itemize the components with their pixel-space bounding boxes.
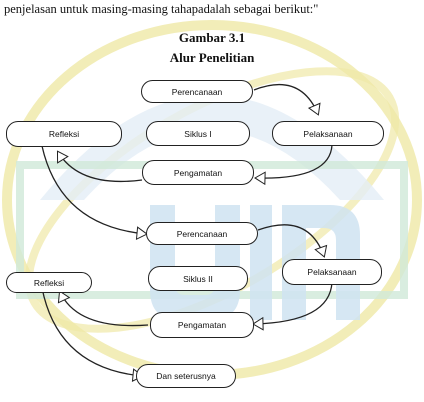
arrow-perencanaan-to-pelaksanaan-2	[257, 224, 328, 258]
arrow-pelaksanaan-to-pengamatan-1	[254, 144, 333, 186]
arrow-perencanaan-to-pelaksanaan-1	[253, 83, 321, 116]
node-dan-seterusnya: Dan seterusnya	[136, 364, 236, 388]
cycle-label-1: Siklus I	[146, 121, 250, 146]
node-pelaksanaan-1: Pelaksanaan	[272, 121, 384, 146]
node-pelaksanaan-2: Pelaksanaan	[282, 259, 382, 285]
node-pengamatan-1: Pengamatan	[142, 160, 254, 185]
node-refleksi-2: Refleksi	[6, 272, 92, 293]
arrow-refleksi-to-next	[41, 287, 144, 382]
arrow-pelaksanaan-to-pengamatan-2	[252, 281, 333, 331]
node-perencanaan-2: Perencanaan	[146, 222, 258, 245]
node-perencanaan-1: Perencanaan	[141, 80, 253, 103]
arrow-refleksi-to-perencanaan-2	[41, 145, 148, 240]
figure-title: Alur Penelitian	[169, 50, 255, 65]
cycle-label-2: Siklus II	[148, 266, 248, 291]
figure-number: Gambar 3.1	[178, 30, 246, 45]
intro-text: penjelasan untuk masing-masing tahapadal…	[4, 2, 319, 16]
arrow-pengamatan-to-refleksi-2	[57, 290, 149, 327]
node-refleksi-1: Refleksi	[6, 121, 122, 147]
node-pengamatan-2: Pengamatan	[150, 312, 254, 338]
watermark-letter-n	[282, 205, 360, 320]
arrow-pengamatan-to-refleksi-1	[56, 150, 143, 183]
